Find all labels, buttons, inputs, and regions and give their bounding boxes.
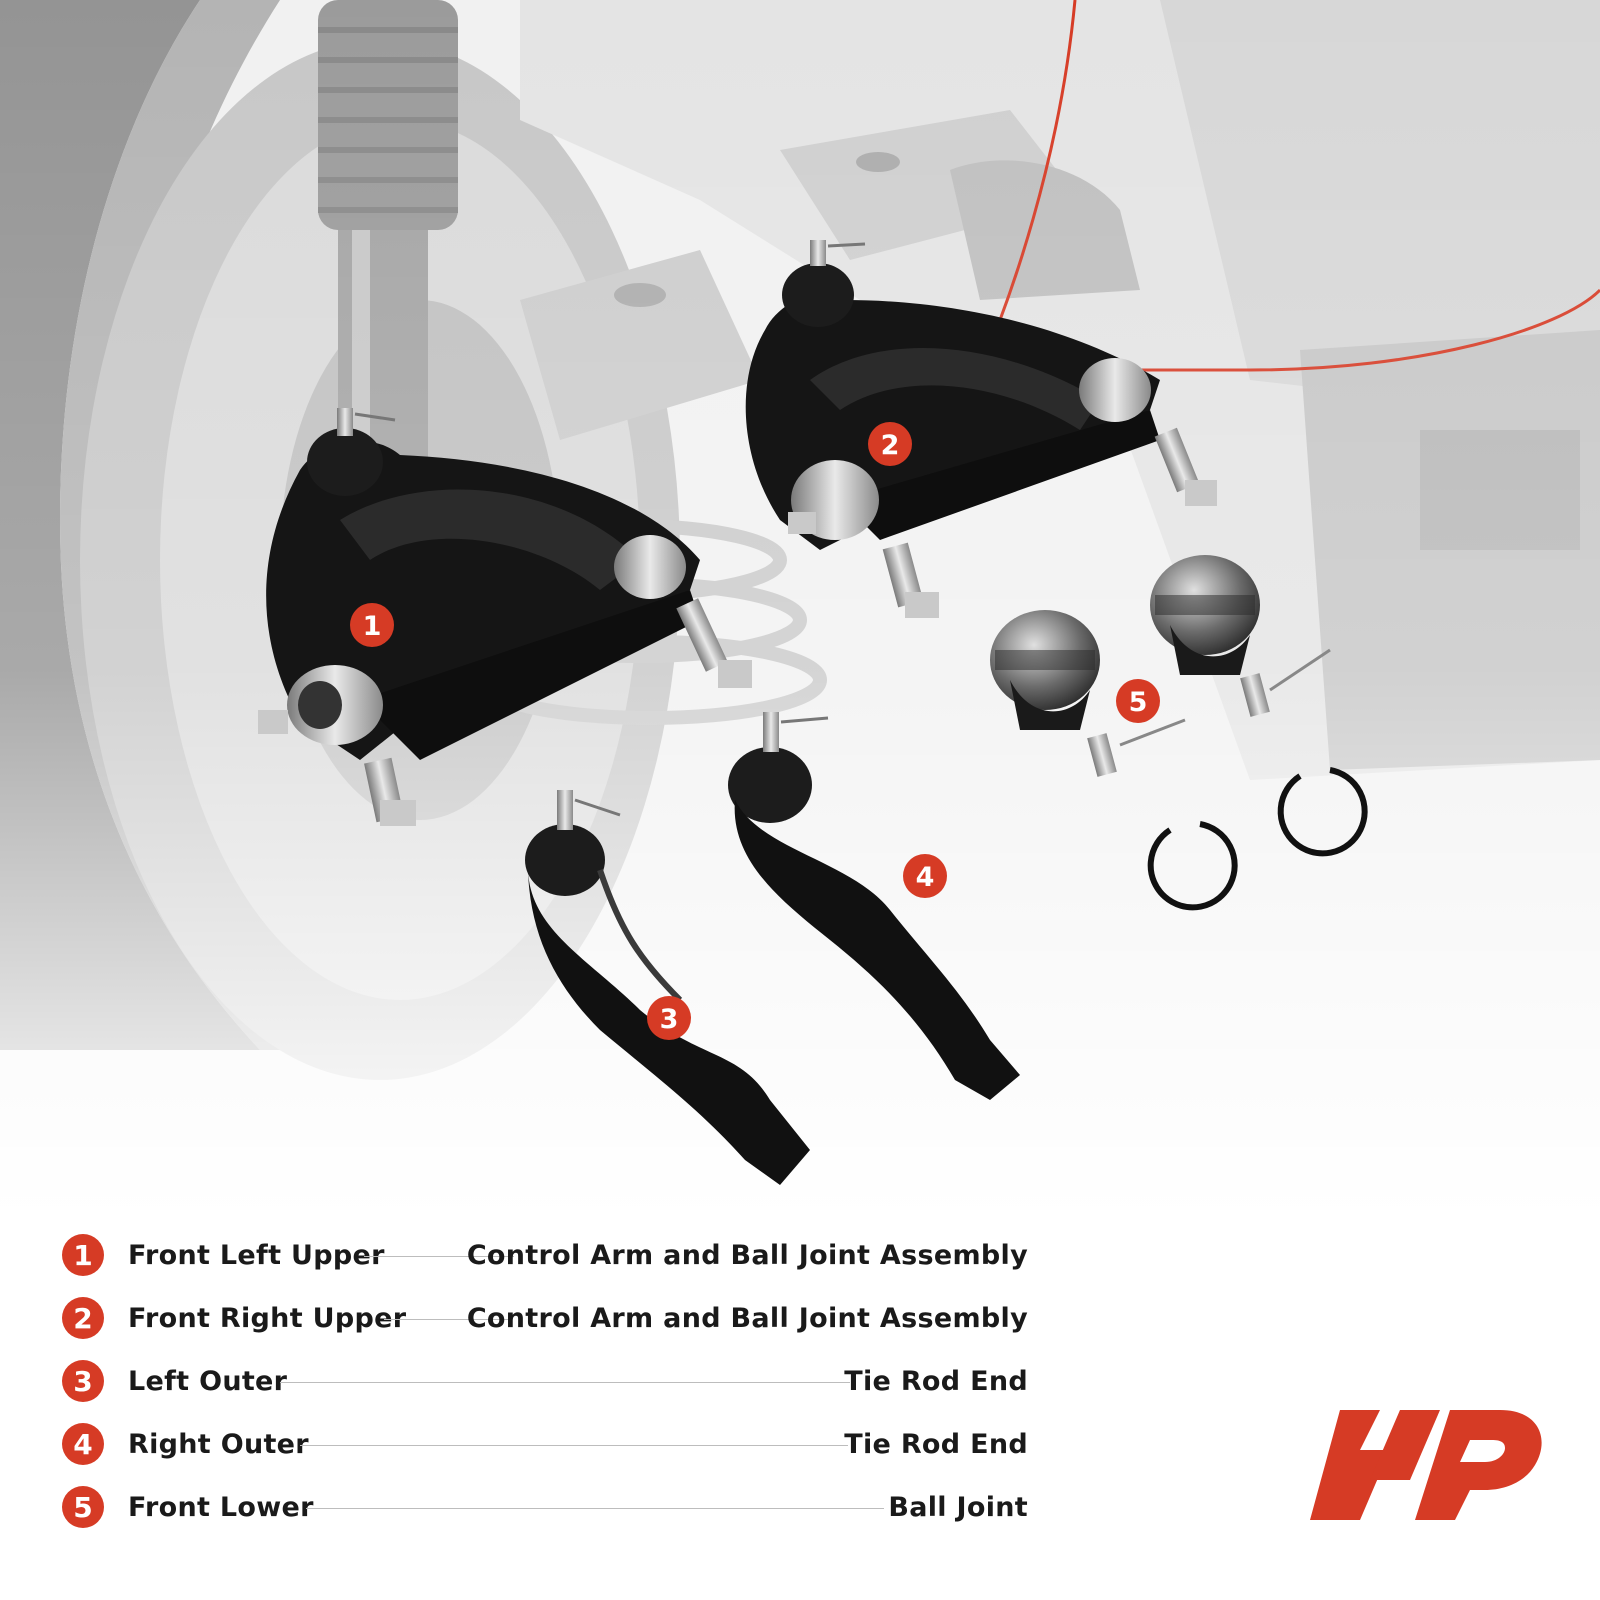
callout-5: 5 xyxy=(1116,679,1160,723)
legend-leader-4 xyxy=(300,1445,848,1446)
legend-leader-3 xyxy=(280,1382,850,1383)
callout-4-label: 4 xyxy=(916,862,935,893)
control-arm-front-left xyxy=(258,408,752,826)
callout-5-label: 5 xyxy=(1129,687,1148,718)
tie-rod-end-left xyxy=(525,790,810,1185)
legend-position-3: Left Outer xyxy=(128,1366,288,1397)
legend-row-2: 2 Front Right Upper Control Arm and Ball… xyxy=(62,1297,1028,1341)
legend-position-5: Front Lower xyxy=(128,1492,314,1523)
control-arm-front-right xyxy=(745,240,1217,618)
legend-row-5: 5 Front Lower Ball Joint xyxy=(62,1486,1028,1530)
callout-1-label: 1 xyxy=(363,611,382,642)
legend-position-2: Front Right Upper xyxy=(128,1303,407,1334)
legend-part-5: Ball Joint xyxy=(888,1492,1028,1523)
callout-3-label: 3 xyxy=(660,1004,679,1035)
legend-part-3: Tie Rod End xyxy=(844,1366,1028,1397)
legend-number-1: 1 xyxy=(62,1234,104,1276)
legend-leader-1 xyxy=(364,1256,514,1257)
parts-legend: 1 Front Left Upper Control Arm and Ball … xyxy=(0,1220,1600,1600)
callout-3: 3 xyxy=(647,996,691,1040)
tie-rod-end-right xyxy=(728,712,1020,1100)
callout-4: 4 xyxy=(903,854,947,898)
legend-row-4: 4 Right Outer Tie Rod End xyxy=(62,1423,1028,1467)
legend-leader-5 xyxy=(306,1508,884,1509)
legend-number-4: 4 xyxy=(62,1423,104,1465)
legend-number-3: 3 xyxy=(62,1360,104,1402)
callout-2-label: 2 xyxy=(881,430,900,461)
ball-joint-front-lower xyxy=(990,555,1331,777)
brand-logo xyxy=(1310,1410,1542,1520)
legend-row-3: 3 Left Outer Tie Rod End xyxy=(62,1360,1028,1404)
legend-number-5: 5 xyxy=(62,1486,104,1528)
callout-1: 1 xyxy=(350,603,394,647)
product-scene: 1 2 3 4 5 xyxy=(0,0,1600,1220)
callout-2: 2 xyxy=(868,422,912,466)
legend-part-4: Tie Rod End xyxy=(844,1429,1028,1460)
legend-number-2: 2 xyxy=(62,1297,104,1339)
snap-rings xyxy=(1147,767,1368,911)
legend-part-2: Control Arm and Ball Joint Assembly xyxy=(466,1303,1028,1334)
legend-part-1: Control Arm and Ball Joint Assembly xyxy=(466,1240,1028,1271)
legend-leader-2 xyxy=(384,1319,512,1320)
legend-row-1: 1 Front Left Upper Control Arm and Ball … xyxy=(62,1234,1028,1278)
legend-position-1: Front Left Upper xyxy=(128,1240,385,1271)
legend-position-4: Right Outer xyxy=(128,1429,309,1460)
